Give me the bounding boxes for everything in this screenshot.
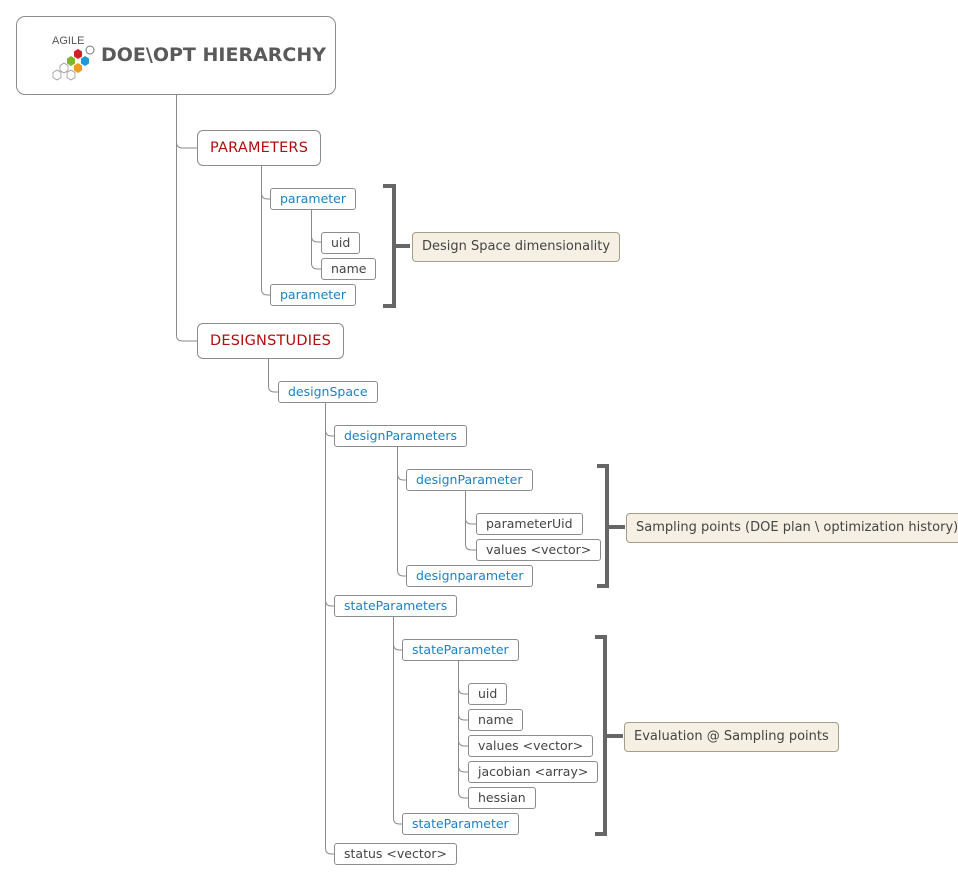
node-values-vector-2[interactable]: values <vector> xyxy=(468,735,594,757)
node-name-1[interactable]: name xyxy=(321,258,377,280)
node-jacobian[interactable]: jacobian <array> xyxy=(468,761,599,783)
node-parameter-uid[interactable]: parameterUid xyxy=(476,513,583,535)
node-design-parameters[interactable]: designParameters xyxy=(334,425,468,447)
node-design-space[interactable]: designSpace xyxy=(278,381,378,403)
agile-logo-text: AGILE xyxy=(52,35,84,47)
node-design-parameter-2[interactable]: designparameter xyxy=(406,565,534,587)
node-designstudies[interactable]: DESIGNSTUDIES xyxy=(197,323,344,359)
agile-logo: AGILE xyxy=(52,35,95,81)
node-uid-1[interactable]: uid xyxy=(321,232,361,254)
note-sampling-points[interactable]: Sampling points (DOE plan \ optimization… xyxy=(626,513,958,543)
node-state-parameter-1[interactable]: stateParameter xyxy=(402,639,519,661)
note-design-space-dimensionality[interactable]: Design Space dimensionality xyxy=(412,232,621,262)
note-evaluation[interactable]: Evaluation @ Sampling points xyxy=(624,722,839,752)
node-design-parameter-1[interactable]: designParameter xyxy=(406,469,533,491)
agile-hexagons-icon xyxy=(52,45,95,81)
node-parameter-1[interactable]: parameter xyxy=(270,188,356,210)
node-parameter-2[interactable]: parameter xyxy=(270,284,356,306)
node-hessian[interactable]: hessian xyxy=(468,787,536,809)
bracket-sampling-points xyxy=(597,464,625,588)
node-status-vector[interactable]: status <vector> xyxy=(334,843,457,865)
node-parameters[interactable]: PARAMETERS xyxy=(197,130,322,166)
node-name-2[interactable]: name xyxy=(468,709,524,731)
bracket-evaluation xyxy=(595,635,623,836)
diagram-title: DOE\OPT HIERARCHY xyxy=(101,44,327,66)
node-state-parameters[interactable]: stateParameters xyxy=(334,595,458,617)
bracket-design-space xyxy=(383,184,410,308)
node-state-parameter-2[interactable]: stateParameter xyxy=(402,813,519,835)
root-node[interactable]: AGILE DOE\OPT HIERARCHY xyxy=(16,16,336,95)
node-uid-2[interactable]: uid xyxy=(468,683,508,705)
node-values-vector-1[interactable]: values <vector> xyxy=(476,539,602,561)
